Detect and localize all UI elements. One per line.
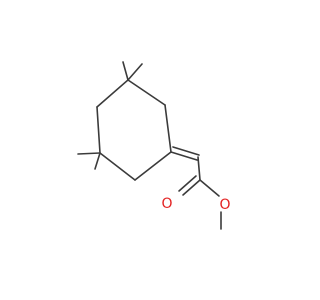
methyl-bond-left-lower: [94, 152, 101, 170]
ring-bond-c3-c4: [96, 79, 129, 108]
carbonyl-double-bond-line-2: [178, 175, 197, 192]
ring-bond-c5-c6: [99, 152, 136, 181]
carbonyl-double-bond-line-1: [182, 179, 201, 196]
methyl-bond-left-upper: [77, 152, 101, 155]
methyl-bond-top-right: [127, 63, 143, 81]
exocyclic-double-bond-line-1: [170, 151, 198, 161]
ester-oxygen-label: O: [219, 197, 230, 213]
methyl-bond-top-left: [122, 61, 129, 81]
ring-bond-c2-c3: [127, 79, 166, 106]
carbonyl-to-ester-oxygen-bond: [199, 179, 220, 197]
ring-bond-c1-c2: [164, 104, 172, 153]
exocyclic-double-bond-line-2: [172, 146, 200, 156]
ring-bond-c4-c5: [96, 106, 101, 154]
skeletal-formula: O O: [77, 61, 231, 230]
ring-bond-c6-c1: [134, 151, 172, 181]
carbonyl-oxygen-label: O: [161, 196, 172, 212]
molecule-diagram: O O: [77, 61, 231, 230]
vinyl-to-carbonyl-bond: [197, 156, 201, 181]
